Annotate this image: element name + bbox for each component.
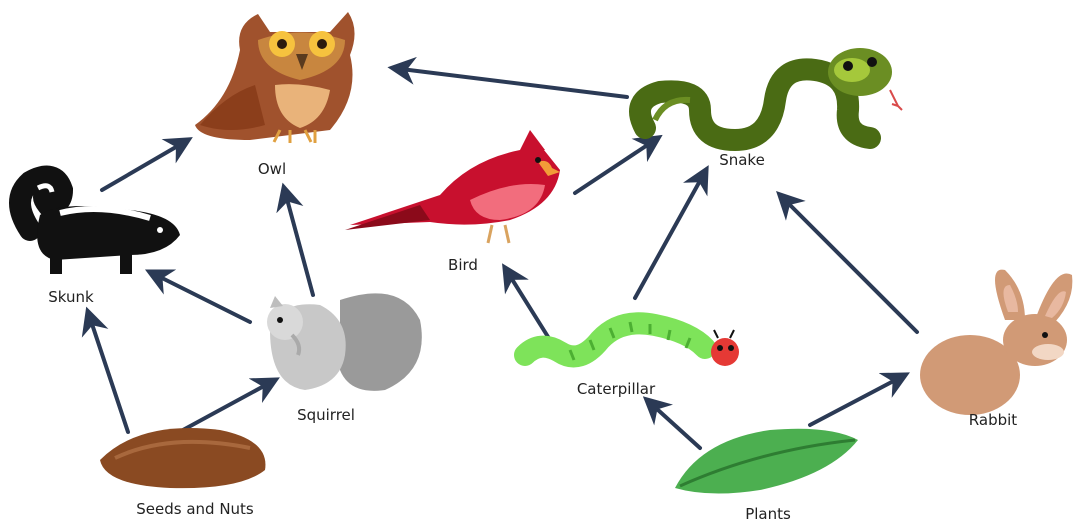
arrow-caterpillar-to-bird [502, 263, 552, 342]
seed-icon [100, 428, 266, 489]
caterpillar-icon [514, 312, 739, 368]
arrow-bird-to-snake [573, 134, 663, 195]
label-squirrel: Squirrel [297, 406, 355, 424]
arrow-seeds-to-squirrel [181, 377, 280, 432]
arrow-caterpillar-to-snake [633, 165, 709, 300]
label-skunk: Skunk [48, 288, 94, 306]
arrow-plants-to-rabbit [808, 372, 910, 427]
leaf-icon [675, 428, 858, 494]
bird-icon [345, 130, 560, 244]
snake-icon [629, 48, 903, 152]
label-bird: Bird [448, 256, 478, 274]
arrow-plants-to-caterpillar [642, 396, 702, 450]
label-snake: Snake [719, 151, 765, 169]
label-seeds-and-nuts: Seeds and Nuts [136, 500, 254, 518]
squirrel-icon [267, 293, 422, 391]
rabbit-icon [920, 269, 1073, 415]
arrow-seeds-to-skunk [81, 306, 130, 434]
arrow-rabbit-to-snake [776, 191, 919, 334]
owl-icon [195, 12, 355, 143]
label-owl: Owl [257, 160, 287, 178]
skunk-icon [9, 165, 181, 274]
label-caterpillar: Caterpillar [576, 380, 656, 398]
arrow-squirrel-to-skunk [144, 269, 252, 324]
label-rabbit: Rabbit [968, 411, 1018, 429]
arrows [81, 56, 919, 450]
arrow-skunk-to-owl [100, 137, 193, 192]
arrow-snake-to-owl [387, 56, 629, 99]
arrow-squirrel-to-owl [276, 182, 315, 297]
label-plants: Plants [745, 505, 791, 523]
